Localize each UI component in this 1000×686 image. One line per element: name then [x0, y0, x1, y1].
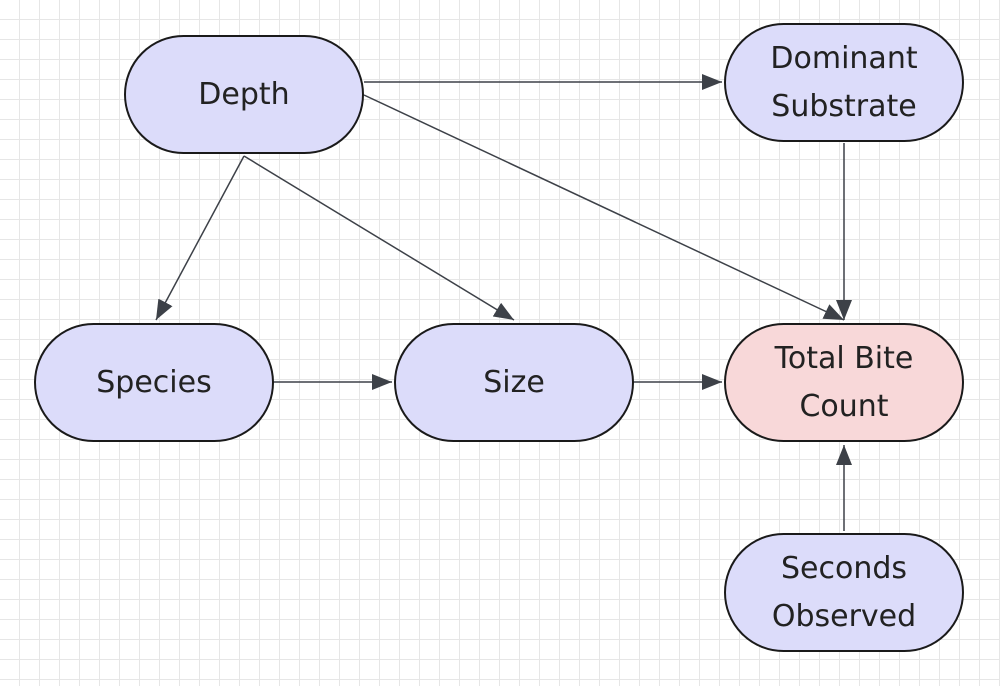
node-size-label: Size	[483, 364, 545, 400]
node-dominant-substrate[interactable]: Dominant Substrate	[724, 23, 964, 142]
node-species[interactable]: Species	[34, 323, 274, 442]
edge-depth-to-bite	[363, 94, 845, 321]
node-seconds-observed-label: Seconds Observed	[771, 550, 917, 634]
node-species-label: Species	[96, 364, 212, 400]
node-depth[interactable]: Depth	[124, 35, 364, 154]
node-total-bite-count[interactable]: Total Bite Count	[724, 323, 964, 442]
node-seconds-observed[interactable]: Seconds Observed	[724, 533, 964, 652]
node-size[interactable]: Size	[394, 323, 634, 442]
edge-depth-to-species	[155, 155, 245, 321]
node-total-bite-count-label: Total Bite Count	[774, 340, 914, 424]
node-dominant-substrate-label: Dominant Substrate	[770, 40, 918, 124]
edge-depth-to-size	[243, 155, 515, 321]
node-depth-label: Depth	[198, 76, 290, 112]
